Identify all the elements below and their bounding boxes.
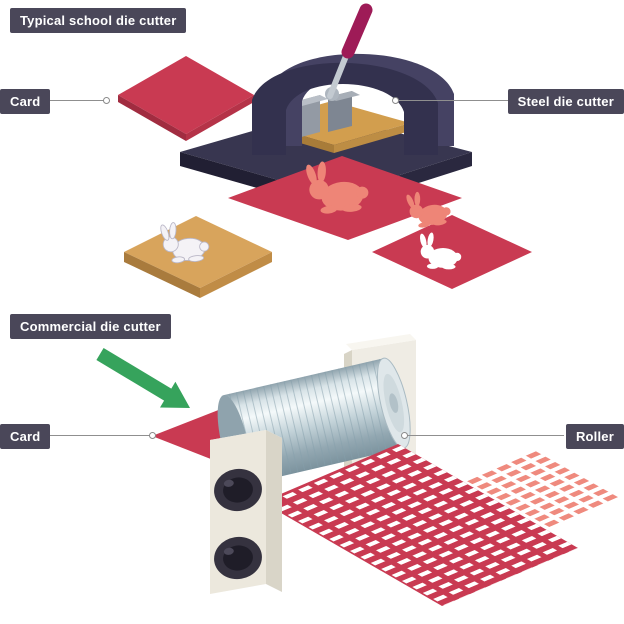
school-die-cutter-illustration bbox=[118, 3, 532, 298]
school-section-title: Typical school die cutter bbox=[10, 8, 187, 33]
card-top-connector-dot bbox=[103, 97, 110, 104]
steel-die-cutter-label: Steel die cutter bbox=[507, 89, 624, 114]
roller-knob-bottom bbox=[214, 536, 262, 580]
wooden-die-board bbox=[124, 216, 272, 298]
card-top-connector bbox=[45, 100, 107, 101]
cut-card-with-hole bbox=[372, 186, 532, 289]
card-bottom-connector-dot bbox=[149, 432, 156, 439]
cutting-mat bbox=[228, 156, 462, 240]
waste-sheet-out bbox=[262, 444, 578, 606]
steel-die-cutter-connector bbox=[395, 100, 510, 101]
roller-knob-top bbox=[214, 468, 262, 512]
roller-connector-dot bbox=[401, 432, 408, 439]
roller-front-plate bbox=[210, 430, 282, 594]
commercial-section-title: Commercial die cutter bbox=[10, 314, 171, 339]
machine-arch bbox=[252, 53, 454, 155]
card-bottom-connector bbox=[45, 435, 155, 436]
handle-grip bbox=[341, 3, 373, 59]
commercial-die-cutter-illustration bbox=[96, 334, 620, 606]
roller-label: Roller bbox=[565, 424, 624, 449]
roller-connector bbox=[404, 435, 564, 436]
blank-card-sheet bbox=[118, 56, 254, 141]
card-bottom-label: Card bbox=[0, 424, 51, 449]
press-handle bbox=[325, 3, 373, 101]
card-top-label: Card bbox=[0, 89, 51, 114]
feed-direction-arrow-icon bbox=[96, 348, 190, 408]
steel-die-cutter-connector-dot bbox=[392, 97, 399, 104]
